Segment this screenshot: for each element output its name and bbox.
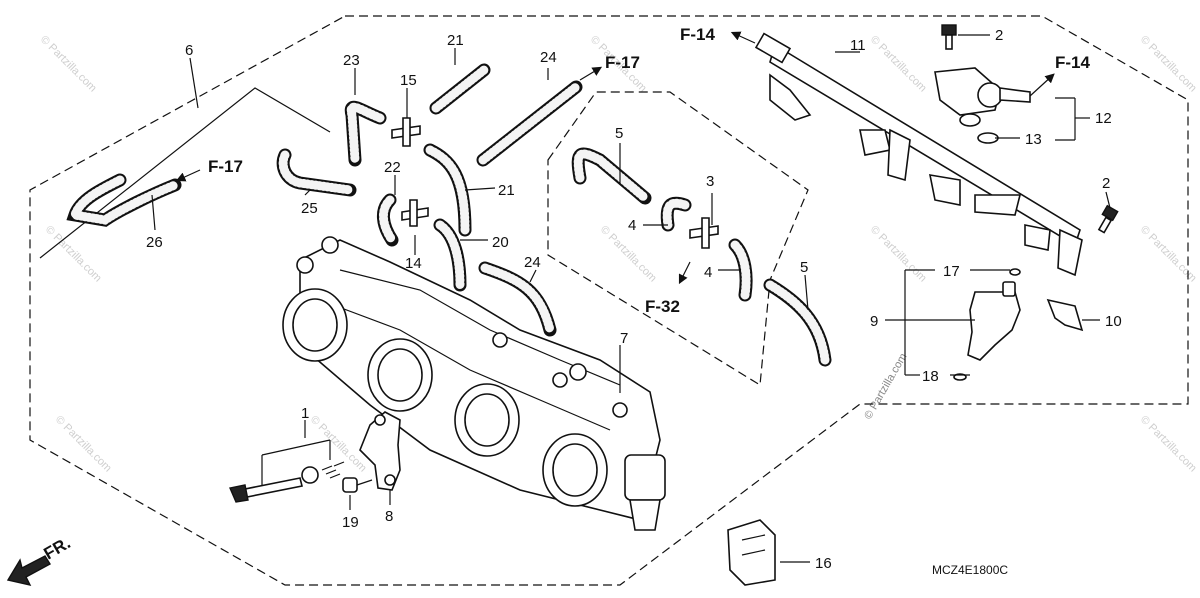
throttle-body xyxy=(282,236,666,531)
ref-label: F-17 xyxy=(208,157,243,176)
hoses xyxy=(66,63,832,367)
callout-15: 15 xyxy=(400,72,417,89)
outer-boundary xyxy=(29,15,1189,586)
watermark: © Partzilla.com xyxy=(1138,414,1199,475)
ref-label: F-14 xyxy=(1055,53,1091,72)
fuel-rail xyxy=(754,32,1083,277)
callout-17: 17 xyxy=(943,263,960,280)
inner-boundary xyxy=(547,91,809,387)
tee-joints xyxy=(391,117,719,249)
callout-2: 2 xyxy=(1102,175,1110,192)
watermark: © Partzilla.com xyxy=(868,34,929,95)
callout-1: 1 xyxy=(301,405,309,422)
callout-2: 2 xyxy=(995,27,1003,44)
callout-4: 4 xyxy=(628,217,636,234)
callout-25: 25 xyxy=(301,200,318,217)
callout-4: 4 xyxy=(704,264,712,281)
leader-lines xyxy=(151,34,1111,563)
callout-24: 24 xyxy=(524,254,541,271)
screw-1 xyxy=(229,461,373,503)
callout-13: 13 xyxy=(1025,131,1042,148)
callout-14: 14 xyxy=(405,255,422,272)
bracket-8 xyxy=(359,411,401,491)
watermark: © Partzilla.com xyxy=(43,224,104,285)
bolt-2-right xyxy=(1097,204,1119,234)
callout-3: 3 xyxy=(706,173,714,190)
watermark: © Partzilla.com xyxy=(1138,34,1199,95)
callout-24: 24 xyxy=(540,49,557,66)
callout-18: 18 xyxy=(922,368,939,385)
pressure-regulator xyxy=(934,67,1031,144)
clip-10 xyxy=(1046,298,1084,332)
injector xyxy=(953,268,1021,381)
callout-21: 21 xyxy=(498,182,515,199)
callout-19: 19 xyxy=(342,514,359,531)
ref-label: F-14 xyxy=(680,25,716,44)
bolt-2-top xyxy=(941,24,957,50)
callouts: 6 23 21 24 15 22 25 26 21 20 14 24 5 3 4… xyxy=(146,27,1122,572)
watermark-main: © Partzilla.com xyxy=(862,351,909,421)
callout-20: 20 xyxy=(492,234,509,251)
ref-arrows xyxy=(175,31,1055,285)
callout-11: 11 xyxy=(850,37,866,54)
watermark: © Partzilla.com xyxy=(53,414,114,475)
callout-22: 22 xyxy=(384,159,401,176)
watermark: © Partzilla.com xyxy=(868,224,929,285)
callout-12: 12 xyxy=(1095,110,1112,127)
callout-16: 16 xyxy=(815,555,832,572)
ref-labels: F-14 F-14 F-17 F-17 F-32 xyxy=(208,25,1091,316)
watermark: © Partzilla.com xyxy=(38,34,99,95)
ref-label: F-17 xyxy=(605,53,640,72)
diagram-code: MCZ4E1800C xyxy=(932,563,1008,577)
callout-10: 10 xyxy=(1105,313,1122,330)
callout-26: 26 xyxy=(146,234,163,251)
callout-7: 7 xyxy=(620,330,628,347)
front-arrow-icon xyxy=(6,555,51,587)
callout-21: 21 xyxy=(447,32,464,49)
ref-label: F-32 xyxy=(645,297,680,316)
callout-5: 5 xyxy=(800,259,808,276)
callout-23: 23 xyxy=(343,52,360,69)
callout-9: 9 xyxy=(870,313,878,330)
watermark: © Partzilla.com xyxy=(1138,224,1199,285)
watermark: © Partzilla.com xyxy=(308,414,369,475)
callout-5: 5 xyxy=(615,125,623,142)
callout-8: 8 xyxy=(385,508,393,525)
boundary-6 xyxy=(39,87,331,259)
callout-6: 6 xyxy=(185,42,193,59)
